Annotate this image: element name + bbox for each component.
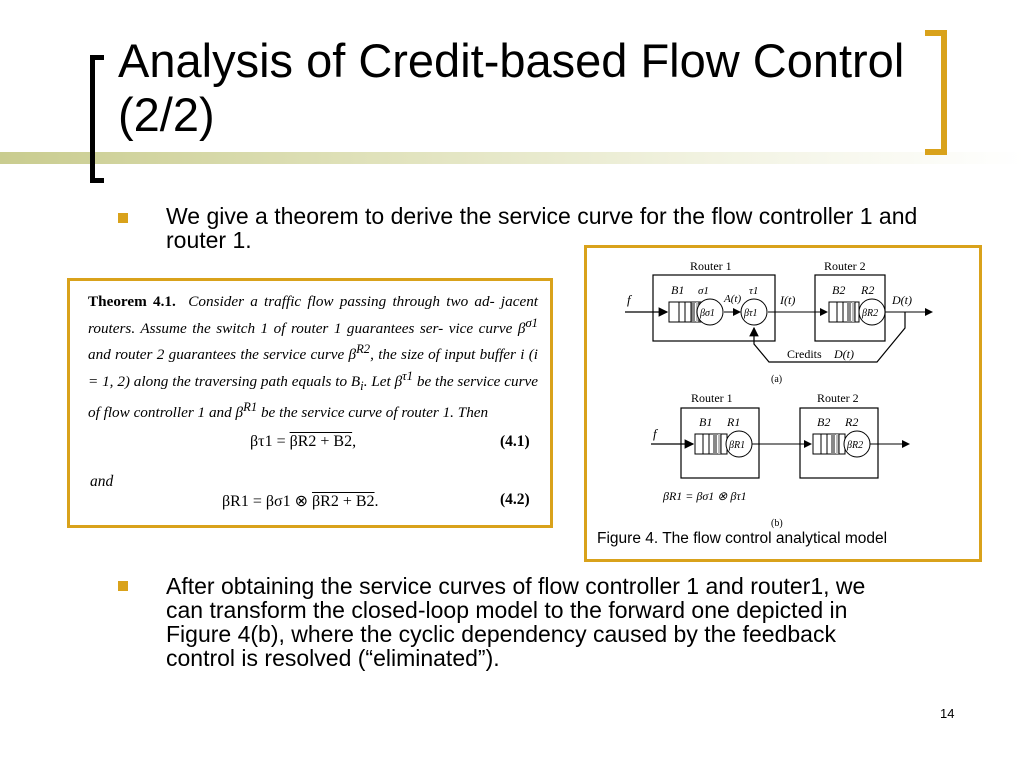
theorem-sup-tau1: τ1 (402, 368, 414, 383)
fig-b-caption-label: (b) (771, 518, 783, 529)
figure-box: Router 1 Router 2 f B1 σ1 βσ1 A(t) τ1 βτ… (584, 245, 982, 562)
fig-a-f-label: f (627, 292, 633, 307)
fig-a-b2-label: B2 (832, 283, 845, 297)
fig-b-buffer-b2 (812, 433, 846, 455)
theorem-box: Theorem 4.1. Consider a traffic flow pas… (67, 278, 553, 528)
theorem-line-5a: equals to B (291, 372, 361, 390)
fig-b-f-label: f (653, 426, 659, 441)
flow-control-diagram: Router 1 Router 2 f B1 σ1 βσ1 A(t) τ1 βτ… (625, 259, 933, 529)
theorem-line-4: the size of input buffer i (i = 1, 2) al… (88, 346, 539, 390)
fig-b-beta-r1: βR1 (728, 440, 745, 451)
theorem-line-2: jacent routers. Assume the switch 1 of r… (88, 293, 539, 337)
right-bracket-decoration (925, 30, 947, 155)
fig-a-tau1-label: τ1 (749, 285, 758, 297)
fig-a-at-label: A(t) (723, 293, 741, 305)
eq2-lhs: βR1 = βσ1 ⊗ (222, 493, 309, 510)
fig-a-beta-tau1: βτ1 (743, 308, 758, 319)
fig-a-router2-box (814, 274, 886, 342)
fig-a-sigma1-label: σ1 (698, 285, 709, 297)
figure-caption: Figure 4. The flow control analytical mo… (597, 530, 888, 547)
theorem-line-6b: be the service curve of router 1. Then (257, 404, 489, 422)
fig-a-b1-label: B1 (671, 283, 684, 297)
fig-b-router1-label: Router 1 (691, 391, 733, 405)
fig-a-router1-box (652, 274, 776, 342)
fig-b-r1-label: R1 (726, 415, 740, 429)
theorem-line-3b: and router 2 guarantees the service curv… (88, 346, 357, 364)
fig-b-b1-label: B1 (699, 415, 712, 429)
fig-a-r2-label: R2 (860, 283, 874, 297)
fig-a-server-sigma1 (696, 298, 724, 326)
eq2-rhs: βR2 + B2 (312, 493, 375, 510)
fig-b-router2-box (799, 407, 879, 479)
fig-a-credit-feedback (749, 312, 906, 363)
theorem-line-5b: . Let β (363, 372, 403, 390)
theorem-sup-r1: R1 (243, 400, 258, 415)
equation-4-2: βR1 = βσ1 ⊗ βR2 + B2. (222, 493, 379, 510)
page-number: 14 (940, 706, 955, 721)
fig-a-credits-label: Credits (787, 347, 822, 361)
fig-a-buffer-b2 (828, 301, 860, 323)
bullet-text-2: After obtaining the service curves of fl… (166, 573, 866, 671)
bullet-marker-2 (118, 581, 128, 591)
theorem-line-3a: vice curve β (448, 319, 526, 337)
eq1-lhs: βτ1 = (250, 433, 286, 450)
fig-a-router1-label: Router 1 (690, 259, 732, 273)
fig-b-buffer-b1 (694, 433, 728, 455)
fig-a-credits-dt: D(t) (833, 347, 854, 361)
title-underline-bar (0, 152, 1024, 164)
left-bracket-decoration (90, 55, 104, 183)
fig-a-server-tau1 (740, 298, 768, 326)
fig-a-beta-sigma1: βσ1 (699, 308, 715, 319)
equation-number-4-1: (4.1) (500, 433, 530, 450)
theorem-label: Theorem 4.1. (88, 293, 176, 310)
fig-b-b2-label: B2 (817, 415, 830, 429)
theorem-sup-sigma1: σ1 (525, 315, 539, 330)
fig-b-formula: βR1 = βσ1 ⊗ βτ1 (662, 489, 747, 503)
eq1-rhs: βR2 + B2 (289, 433, 353, 450)
theorem-line-1: Consider a traffic flow passing through … (188, 293, 495, 310)
fig-b-router1-box (680, 407, 760, 479)
theorem-line-3c: , (370, 346, 374, 364)
fig-a-dt-label: D(t) (891, 293, 912, 307)
bullet-marker-1 (118, 213, 128, 223)
theorem-and: and (90, 473, 114, 490)
fig-b-beta-r2: βR2 (846, 440, 863, 451)
fig-a-it-label: I(t) (779, 293, 795, 307)
equation-number-4-2: (4.2) (500, 491, 530, 508)
fig-a-router2-label: Router 2 (824, 259, 866, 273)
theorem-line-5c: be the service curve of flow controller … (88, 372, 538, 422)
fig-b-r2-label: R2 (844, 415, 858, 429)
theorem-sub-i: i (360, 378, 364, 393)
theorem-text: Theorem 4.1. Consider a traffic flow pas… (88, 291, 538, 424)
theorem-sup-r2: R2 (356, 342, 371, 357)
fig-b-router2-label: Router 2 (817, 391, 859, 405)
fig-a-beta-r2: βR2 (861, 308, 878, 319)
equation-4-1: βτ1 = βR2 + B2, (250, 433, 357, 450)
bullet-text-1: We give a theorem to derive the service … (166, 203, 918, 253)
slide-title: Analysis of Credit-based Flow Control (2… (118, 34, 905, 141)
fig-a-caption-label: (a) (771, 374, 782, 385)
theorem-line-6a: and β (208, 404, 244, 422)
